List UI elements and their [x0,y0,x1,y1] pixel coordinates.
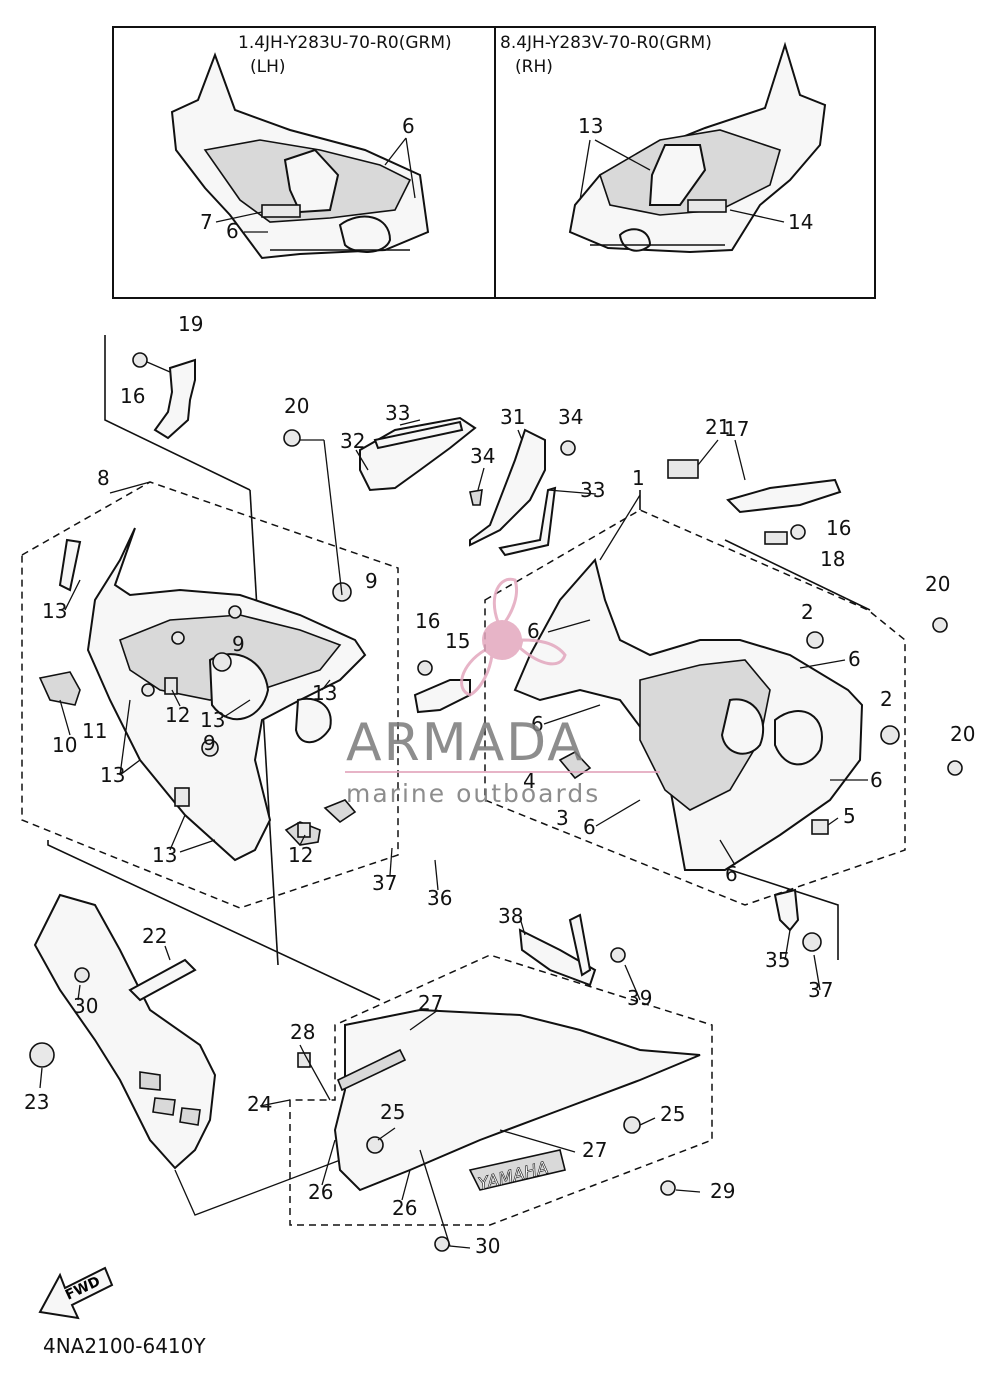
callout-38: 38 [498,904,523,928]
callout-29: 29 [710,1179,735,1203]
callout-6-d: 6 [527,619,540,643]
callout-8: 8 [97,466,110,490]
callout-13-a: 13 [42,599,67,623]
left-lower-panel [29,840,381,1216]
callout-12-b: 12 [288,843,313,867]
callout-17-visible: 17 [724,417,749,441]
watermark-propeller-logo [460,577,567,697]
callout-28: 28 [290,1020,315,1044]
callout-22: 22 [142,924,167,948]
inset-callout-6c: 6 [226,219,239,243]
inset-rh-fairing [568,41,827,254]
callout-27-b: 27 [582,1138,607,1162]
callout-1: 1 [632,466,645,490]
callout-12-a: 12 [165,703,190,727]
center-bracket-parts [283,416,576,596]
callout-2-b: 2 [880,687,893,711]
callout-6-b: 6 [870,768,883,792]
callout-16-a: 16 [120,384,145,408]
callout-33-b: 33 [580,478,605,502]
callout-23: 23 [24,1090,49,1114]
inset-callout-13: 13 [578,114,603,138]
callout-21: 21 [705,415,730,439]
fwd-arrow: FWD [38,1266,114,1320]
callout-37-b: 37 [808,978,833,1002]
callout-34-b: 34 [470,444,495,468]
callout-34-a: 34 [558,405,583,429]
callout-13-e: 13 [312,681,337,705]
callout-25-a: 25 [380,1100,405,1124]
inset-callout-14: 14 [788,210,813,234]
callout-6-e: 6 [531,712,544,736]
callout-15: 15 [445,629,470,653]
callout-9-b: 9 [203,731,216,755]
callout-11: 11 [82,719,107,743]
callout-2-a: 2 [801,600,814,624]
inset-callout-7: 7 [200,210,213,234]
inset-rh-code: 8.4JH-Y283V-70-R0(GRM) [500,33,712,53]
inset-lh-side: (LH) [250,57,286,77]
callout-4: 4 [523,769,536,793]
callout-20-a: 20 [284,394,309,418]
callout-26-a: 26 [308,1180,333,1204]
callout-3: 3 [556,806,569,830]
callout-25-b: 25 [660,1102,685,1126]
callout-30-a: 30 [73,994,98,1018]
callout-labels: 19 16 8 13 10 11 13 13 13 13 12 9 9 12 2… [24,312,975,1258]
callout-19: 19 [178,312,203,336]
callout-18: 18 [820,547,845,571]
left-cowling-assembly [21,335,399,966]
callout-5: 5 [843,804,856,828]
callout-30-b: 30 [475,1234,500,1258]
right-cowling-assembly [484,459,963,960]
inset-box: 1.4JH-Y283U-70-R0(GRM) (LH) 8.4JH-Y283V-… [112,26,876,299]
inset-lh-fairing [170,52,430,260]
callout-27-a: 27 [418,991,443,1015]
callout-20-c: 20 [950,722,975,746]
callout-6-c: 6 [725,862,738,886]
inset-callout-6a: 6 [402,114,415,138]
callout-33-a: 33 [385,401,410,425]
callout-37-a: 37 [372,871,397,895]
inset-lh-code: 1.4JH-Y283U-70-R0(GRM) [238,33,452,53]
callout-26-b: 26 [392,1196,417,1220]
callout-6-f: 6 [583,815,596,839]
watermark-brand: ARMADA [346,713,585,773]
callout-13-d: 13 [200,708,225,732]
diagram-code: 4NA2100-6410Y [43,1334,206,1358]
callout-20-b: 20 [925,572,950,596]
callout-16-b: 16 [415,609,440,633]
callout-16-c: 16 [826,516,851,540]
under-cowling-assembly: YAMAHA [289,913,713,1252]
watermark-tagline: marine outboards [346,779,600,808]
callout-31: 31 [500,405,525,429]
callout-6-a: 6 [848,647,861,671]
callout-10: 10 [52,733,77,757]
callout-32: 32 [340,429,365,453]
watermark: ARMADA marine outboards [345,577,660,808]
callout-9-a: 9 [232,632,245,656]
callout-9-c: 9 [365,569,378,593]
leader-lines [39,419,868,1249]
callout-36: 36 [427,886,452,910]
inset-rh-side: (RH) [515,57,553,77]
bracket-19 [132,352,196,440]
callout-13-c: 13 [152,843,177,867]
